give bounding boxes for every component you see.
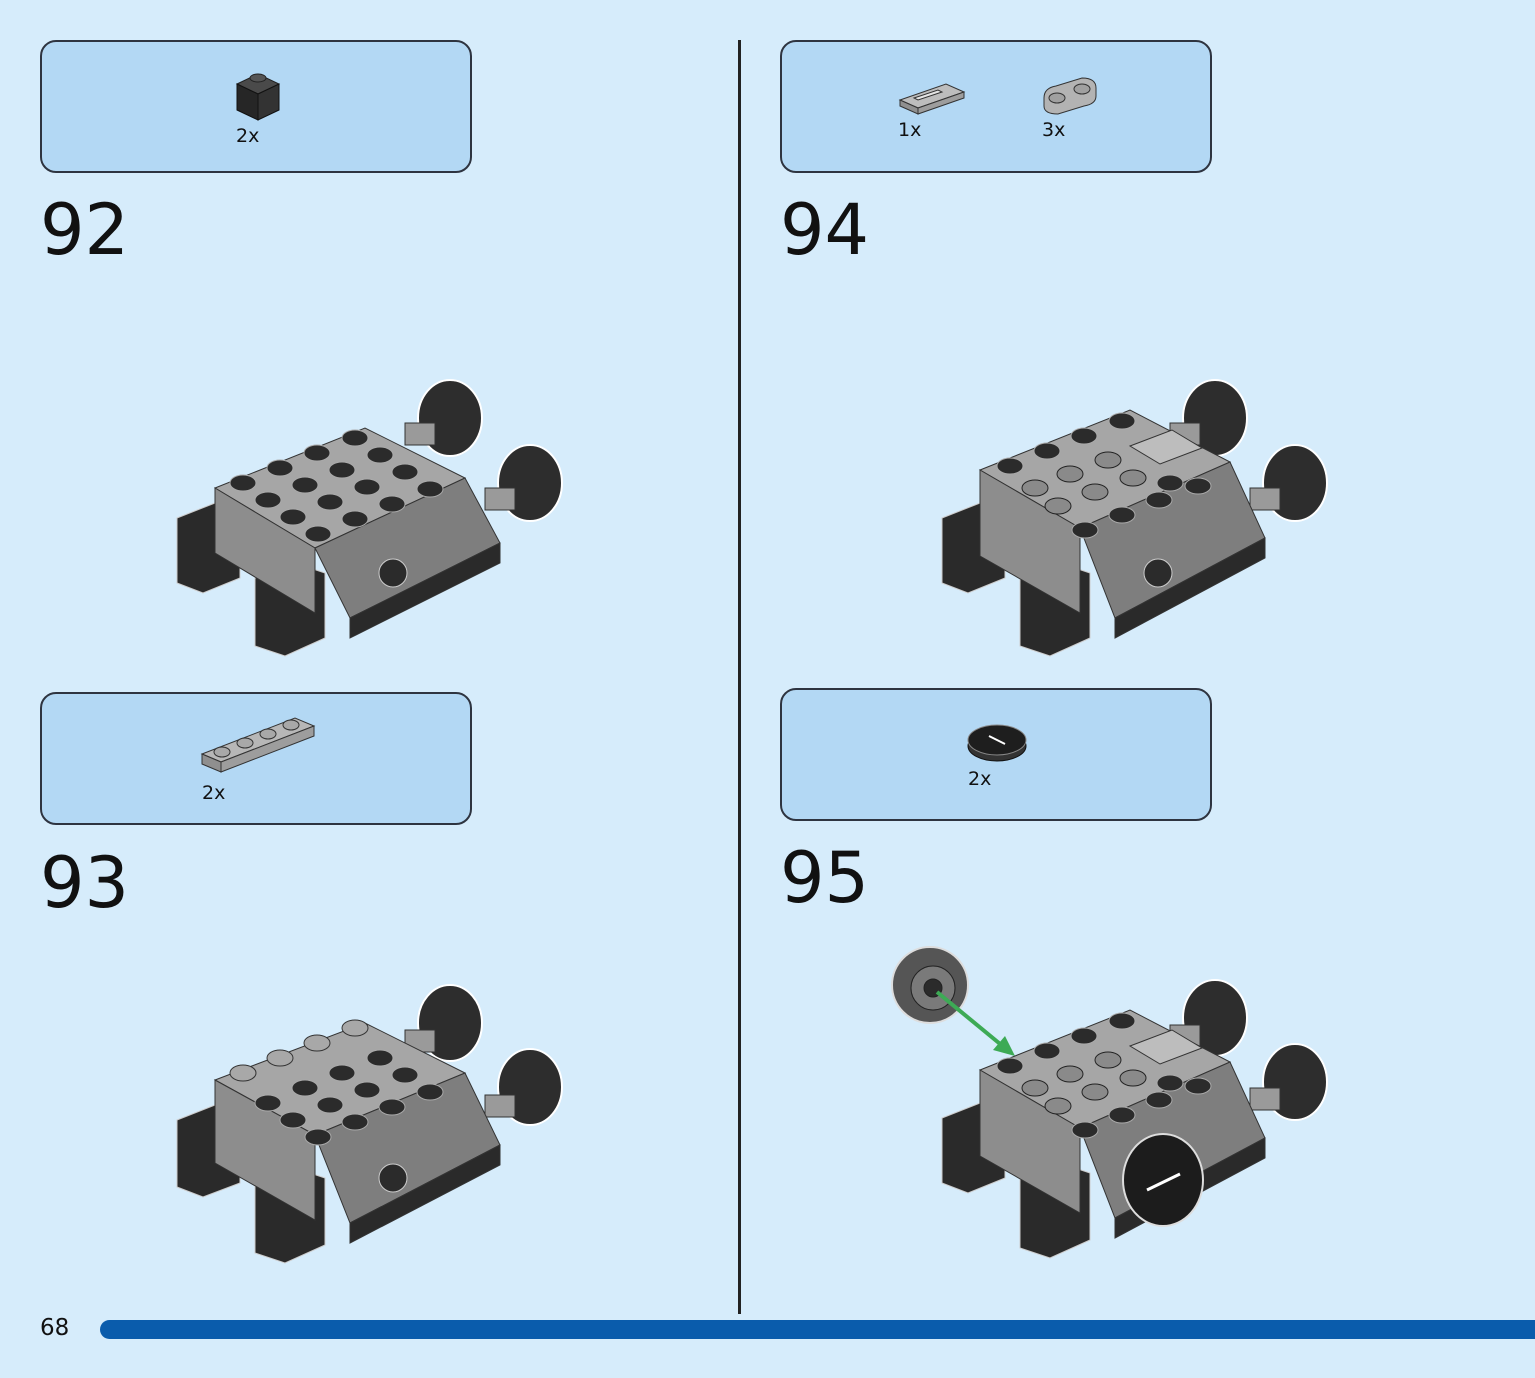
step-95-model-illustration [891,946,1328,1259]
step-94-model-illustration [941,379,1328,657]
parts-callout-92: 2x [40,40,472,173]
suction-cup-icon [404,984,563,1126]
step-number-94: 94 [780,189,870,271]
step-93-model-illustration [176,984,563,1264]
page-number: 68 [40,1315,70,1341]
suction-cup-icon [1169,379,1328,522]
part-quantity: 2x [202,782,226,804]
plate-1x2-rounded-light-gray-icon [1043,77,1097,115]
parts-callout-93: 2x [40,692,472,825]
plate-1x4-light-gray-icon [200,717,316,773]
parts-callout-94: 1x 3x [780,40,1212,173]
suction-cup-icon [404,379,563,522]
part-quantity: 1x [898,119,922,141]
brick-1x1-black-icon [235,73,281,121]
part-quantity: 2x [968,768,992,790]
step-92-model-illustration [176,379,563,657]
step-number-92: 92 [40,189,130,271]
column-divider [738,40,741,1314]
step-number-95: 95 [780,837,870,919]
arrow-icon [935,990,1007,1050]
part-quantity: 2x [236,125,260,147]
part-quantity: 3x [1042,119,1066,141]
progress-bar [100,1320,1535,1339]
tile-round-2x2-black-icon [967,724,1027,762]
tile-1x2-grille-light-gray-icon [898,83,966,115]
suction-cup-icon [1169,979,1328,1121]
step-number-93: 93 [40,842,130,924]
parts-callout-95: 2x [780,688,1212,821]
round-tile-icon [891,946,969,1024]
